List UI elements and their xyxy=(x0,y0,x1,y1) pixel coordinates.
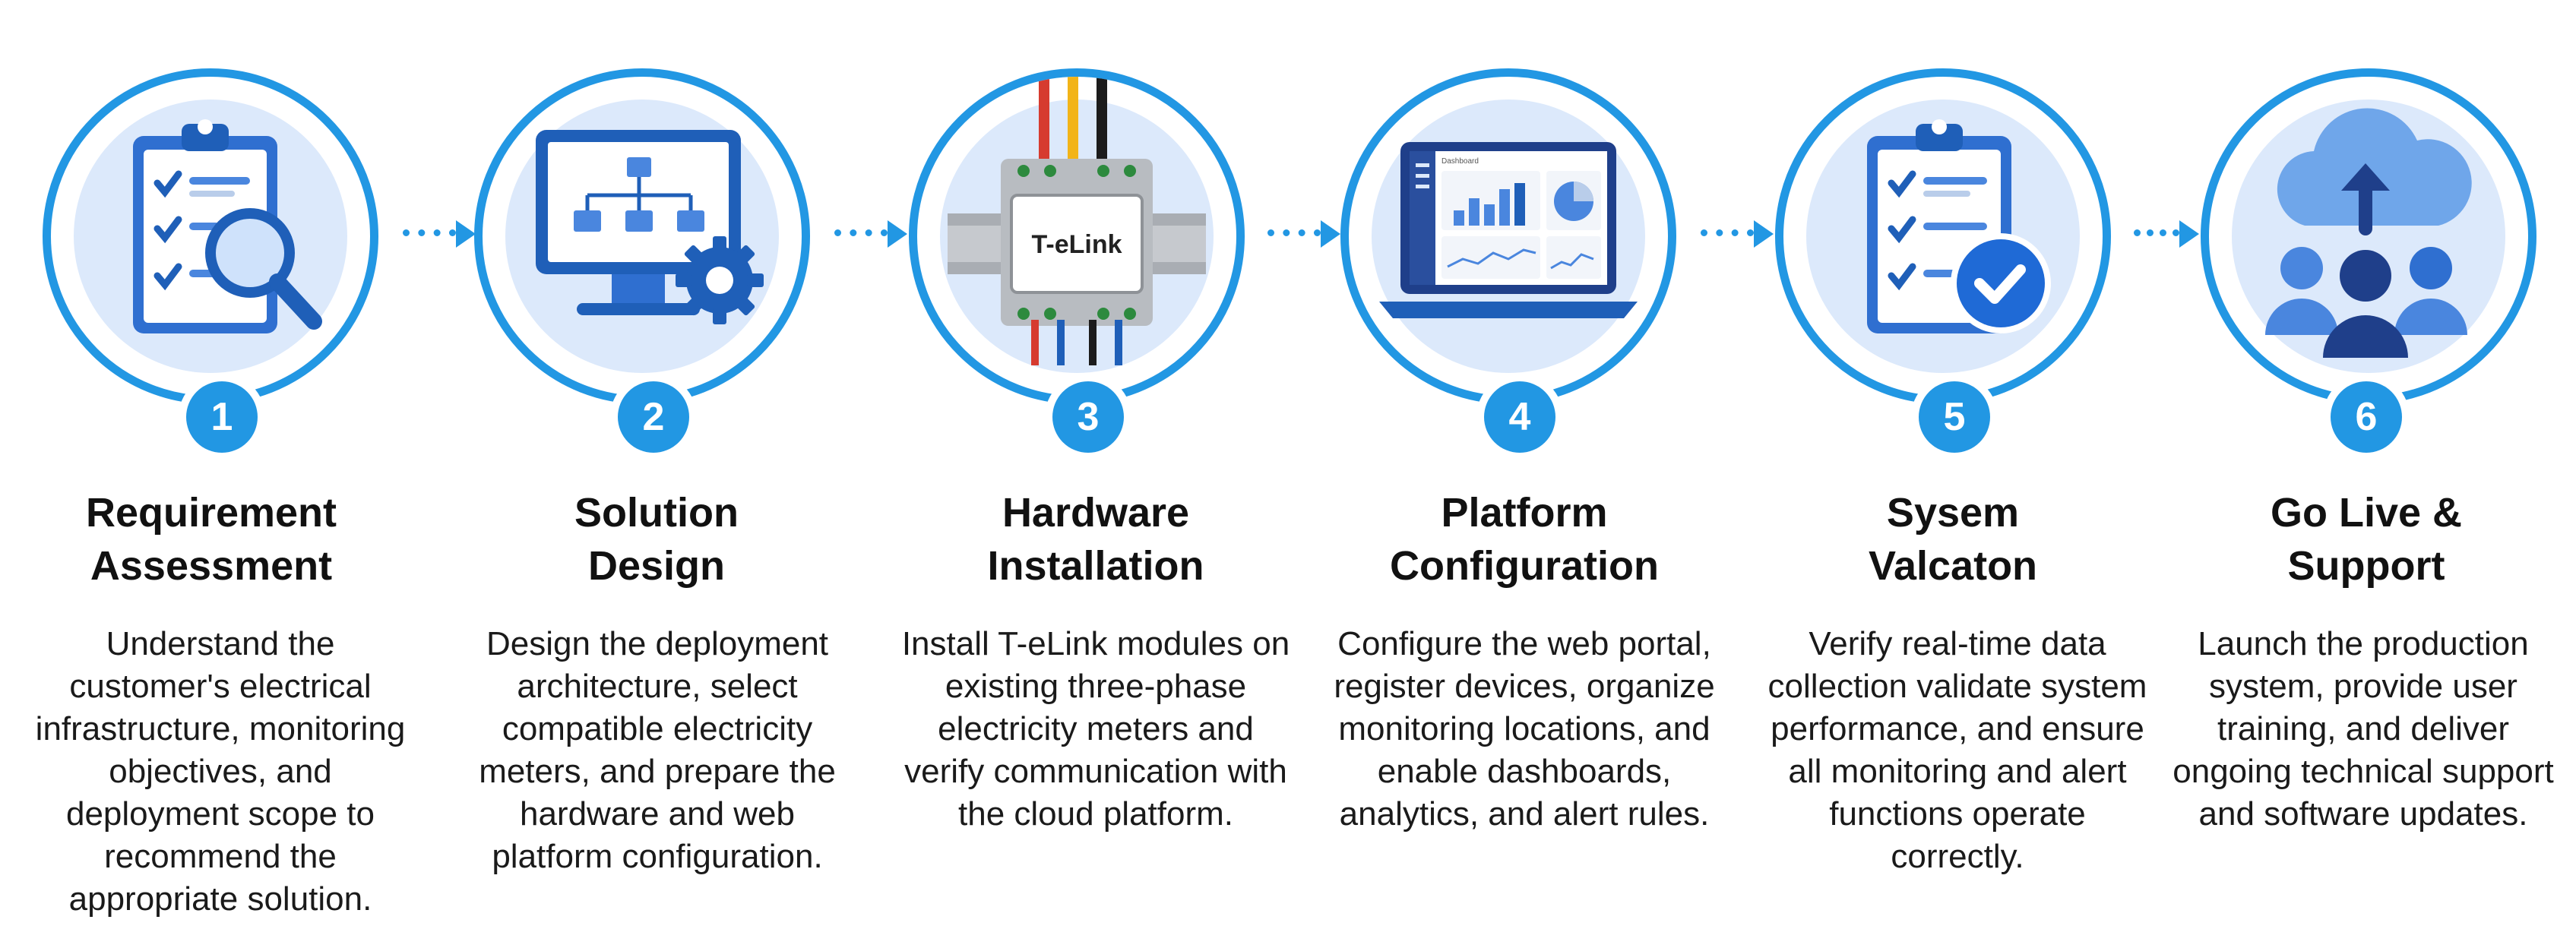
cloud-upload-users-icon xyxy=(2232,100,2505,373)
step-3-title-line1: Hardware xyxy=(1002,490,1190,536)
step-3-circle: T-eLink xyxy=(909,68,1245,404)
arrow-4-5 xyxy=(1754,220,1774,248)
step-5-title-line2: Valcaton xyxy=(1868,543,2038,589)
din-rail-module-icon: T-eLink xyxy=(940,77,1214,373)
step-1-description: Understand the customer's electrical inf… xyxy=(35,625,406,918)
connector-3-4 xyxy=(1267,229,1321,236)
step-2-title-line1: Solution xyxy=(574,490,739,536)
step-3-number: 3 xyxy=(1052,381,1124,453)
step-1-title-line2: Assessment xyxy=(90,543,333,589)
clipboard-check-icon xyxy=(1806,100,2080,373)
connector-2-3 xyxy=(834,229,888,236)
step-4-description: Configure the web portal, register devic… xyxy=(1334,625,1715,833)
step-5-title: Sysem Valcaton xyxy=(1763,486,2143,592)
step-3-title-line2: Installation xyxy=(987,543,1204,589)
step-5-number: 5 xyxy=(1919,381,1990,453)
connector-4-5 xyxy=(1701,229,1754,236)
arrow-3-4 xyxy=(1321,220,1340,248)
step-3-description: Install T-eLink modules on existing thre… xyxy=(901,625,1290,833)
connector-5-6 xyxy=(2134,229,2179,236)
step-6-title: Go Live & Support xyxy=(2176,486,2556,592)
screen-label: Dashboard xyxy=(1441,157,1479,166)
laptop-dashboard-icon: Dashboard xyxy=(1372,100,1645,373)
step-4-number: 4 xyxy=(1484,381,1555,453)
step-4-title-line2: Configuration xyxy=(1390,543,1659,589)
device-label: T-eLink xyxy=(1031,230,1122,259)
step-1-number: 1 xyxy=(186,381,258,453)
step-2-description: Design the deployment architecture, sele… xyxy=(479,625,836,875)
step-2-title-line2: Design xyxy=(587,543,726,589)
step-2-title: Solution Design xyxy=(467,486,847,592)
clipboard-magnifier-icon xyxy=(74,100,347,373)
step-6-number: 6 xyxy=(2331,381,2402,453)
step-5-circle xyxy=(1775,68,2111,404)
step-4-circle: Dashboard xyxy=(1340,68,1676,404)
connector-1-2 xyxy=(403,229,456,236)
step-6-circle xyxy=(2201,68,2536,404)
step-6-description: Launch the production system, provide us… xyxy=(2173,625,2554,833)
step-2-circle xyxy=(474,68,810,404)
step-1-title: Requirement Assessment xyxy=(21,486,401,592)
step-5-description: Verify real-time data collection validat… xyxy=(1767,625,2147,875)
step-3-title: Hardware Installation xyxy=(906,486,1286,592)
step-6-title-line1: Go Live & xyxy=(2270,490,2463,536)
step-4-title: Platform Configuration xyxy=(1334,486,1714,592)
step-1-circle xyxy=(43,68,378,404)
step-5-title-line1: Sysem xyxy=(1886,490,2020,536)
step-2-number: 2 xyxy=(618,381,689,453)
arrow-1-2 xyxy=(456,220,476,248)
step-4-title-line1: Platform xyxy=(1441,490,1608,536)
monitor-gear-icon xyxy=(505,100,779,373)
step-1-title-line1: Requirement xyxy=(85,490,337,536)
arrow-5-6 xyxy=(2179,220,2199,248)
step-6-title-line2: Support xyxy=(2287,543,2445,589)
arrow-2-3 xyxy=(888,220,907,248)
